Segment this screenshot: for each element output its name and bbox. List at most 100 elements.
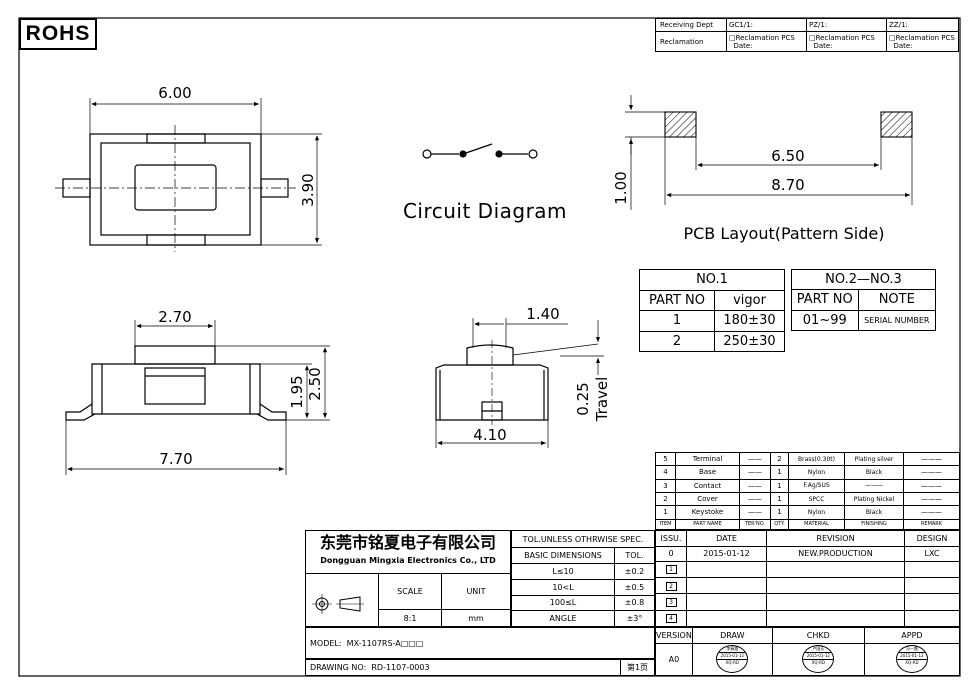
bom-qty: 1 (770, 465, 789, 480)
dim-side-h2: 2.50 (306, 367, 324, 400)
bom-item: 2 (655, 491, 676, 507)
reclamation-cell: □Reclamation PCS Date: (806, 31, 887, 52)
date-value (686, 593, 767, 611)
revision-value (766, 609, 905, 628)
date-value (686, 609, 767, 628)
reclamation-date: Date: (813, 41, 833, 50)
table-row: 1 (655, 560, 960, 579)
tol-range: L≤10 (511, 563, 615, 580)
bom-part-name: Base (675, 465, 740, 480)
draw-label: DRAW (691, 627, 773, 644)
force-part: 2 (639, 330, 715, 352)
drawing-no-cell: DRAWING NO: RD-1107-0003 (305, 659, 621, 676)
tol-label: TOL. (614, 547, 655, 564)
table-row: 4 (655, 609, 960, 628)
bom-material: Brass(0.30t) (788, 451, 845, 467)
rev-triangle: 4 (655, 609, 687, 628)
unit-label: UNIT (441, 573, 511, 610)
table-row: 2 Cover —— 1 SPCC Plating Nickel ——— (655, 491, 960, 507)
bom-item: 1 (655, 505, 676, 520)
bom-material: SPCC (788, 491, 845, 507)
bom-ter-no: —— (739, 465, 771, 480)
bom-item: 4 (655, 465, 676, 480)
version-label: VERSION (655, 627, 693, 644)
serial-part: 01~99 (791, 309, 859, 332)
travel-label: Travel (593, 377, 611, 423)
bom-remark: ——— (903, 478, 960, 493)
bom-header-row: ITEM PART NAME TER'NO. QTY. MATERIAL FIN… (655, 518, 960, 531)
table-row: 01~99 SERIAL NUMBER (791, 309, 937, 332)
tol-range: 10<L (511, 578, 615, 596)
triangle-icon: 3 (665, 598, 677, 608)
bom-ter-no: —— (739, 491, 771, 507)
tol-value: ±0.5 (614, 578, 655, 596)
appd-label: APPD (863, 627, 961, 644)
table-row: 4 Base —— 1 Nylon Black ——— (655, 465, 960, 480)
date-value (686, 577, 767, 595)
revision-value: NEW.PRODUCTION (766, 546, 905, 562)
revision-value (766, 593, 905, 611)
table-row: 3 (655, 593, 960, 611)
bom-finishing: ——— (844, 478, 904, 493)
chkd-stamp-cell: 卢国芳 2015-01-12 XQ-RD (771, 643, 865, 676)
design-label: DESIGN (904, 530, 960, 547)
bom-remark: ——— (903, 505, 960, 520)
force-value: 250±30 (713, 330, 786, 352)
table-row: 2 250±30 (639, 330, 786, 352)
revision-label: REVISION (766, 530, 905, 547)
table-row: 100≤L ±0.8 (511, 594, 655, 612)
drawing-no-label: DRAWING NO: (310, 663, 367, 672)
bom-material: F.Ag/SUS (788, 478, 845, 493)
stamp-date: 2015-01-12 (803, 651, 834, 660)
dim-side-top: 2.70 (158, 308, 191, 326)
bom-part-name: Terminal (675, 451, 740, 467)
designer-value (904, 609, 960, 628)
company-cell: 东莞市铭夏电子有限公司 Dongguan Mingxia Electronics… (305, 530, 511, 574)
issue-value: 0 (655, 546, 687, 562)
dim-top-height: 3.90 (299, 173, 317, 206)
date-value (686, 560, 767, 579)
dim-end-top: 1.40 (526, 305, 559, 323)
drawing-no-block: DRAWING NO: RD-1107-0003 第1页 (305, 659, 655, 676)
table-row: 2 (655, 577, 960, 595)
bom-part-name: Cover (675, 491, 740, 507)
dim-end-width: 4.10 (473, 426, 506, 444)
table-row: L≤10 ±0.2 (511, 563, 655, 580)
reclamation-pcs: □Reclamation PCS (729, 33, 795, 42)
company-name-cn: 东莞市铭夏电子有限公司 (319, 533, 496, 552)
end-view (435, 318, 604, 448)
scale-label: SCALE (378, 573, 442, 610)
stamp-dept: XQ-RD (725, 659, 739, 665)
reclamation-pcs: □Reclamation PCS (809, 33, 875, 42)
force-header-part: PART NO (639, 289, 715, 311)
bom-header: QTY. (770, 518, 789, 531)
bom-ter-no: —— (739, 505, 771, 520)
designer-value (904, 577, 960, 595)
draw-stamp: 李春霞 2015-01-12 XQ-RD (716, 644, 749, 673)
table-row: 3 Contact —— 1 F.Ag/SUS ——— ——— (655, 478, 960, 493)
top-view (55, 98, 322, 252)
bom-remark: ——— (903, 465, 960, 480)
bom-remark: ——— (903, 451, 960, 467)
tolerance-block: TOL.UNLESS OTHRWISE SPEC. BASIC DIMENSIO… (511, 530, 655, 627)
stamp-dept: XQ-RD (811, 659, 825, 665)
date-value: 2015-01-12 (686, 546, 767, 562)
dim-side-width: 7.70 (159, 450, 192, 468)
bom-item: 3 (655, 478, 676, 493)
scale-value: 8:1 (378, 609, 442, 627)
stamp-dept: XQ-RD (905, 659, 919, 665)
designer-value: LXC (904, 546, 960, 562)
pcb-layout (625, 95, 913, 210)
rev-triangle: 1 (655, 560, 687, 579)
appd-stamp-cell: 冯一霞 2015-01-12 XQ-RD (863, 643, 961, 676)
serial-table: NO.2—NO.3 PART NO NOTE 01~99 SERIAL NUMB… (791, 268, 937, 332)
bom-qty: 1 (770, 478, 789, 493)
dim-pcb-outer: 8.70 (771, 176, 804, 194)
revision-block: ISSU. DATE REVISION DESIGN 0 2015-01-12 … (655, 530, 960, 628)
chkd-stamp: 卢国芳 2015-01-12 XQ-RD (802, 644, 835, 673)
stamp-name: 李春霞 (726, 645, 739, 651)
table-row: 1 180±30 (639, 310, 786, 332)
stamp-name: 冯一霞 (905, 645, 918, 651)
force-table-title: NO.1 (639, 269, 785, 291)
